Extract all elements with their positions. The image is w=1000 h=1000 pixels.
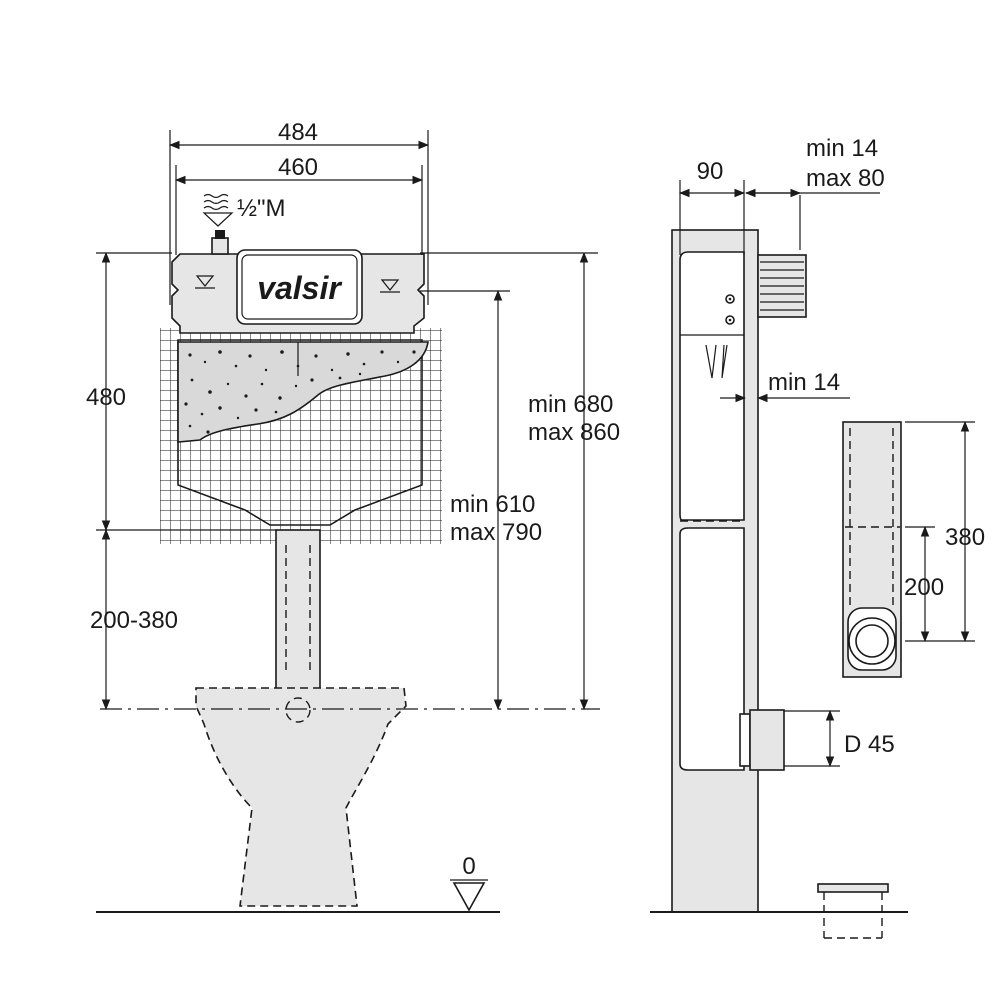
- water-inlet-valve: [202, 193, 234, 255]
- dimension-484: [168, 130, 430, 305]
- dimension-480: [96, 251, 276, 532]
- dimension-200: [905, 525, 935, 643]
- floor-level-label: 0: [462, 853, 475, 880]
- wall-min-label: min 14: [768, 369, 840, 396]
- front-view: valsir ½"M: [86, 119, 620, 913]
- flush-height-max: max 790: [450, 519, 542, 546]
- inlet-size-label: ½"M: [237, 195, 286, 222]
- side-cistern-lower: [679, 527, 745, 771]
- flush-button-threads: [757, 254, 807, 318]
- depth-label: 90: [697, 158, 724, 185]
- width-inner-label: 460: [278, 154, 318, 181]
- flush-height-min: min 610: [450, 491, 535, 518]
- dimension-flush-height: [420, 289, 510, 711]
- dimension-d45: [784, 709, 840, 768]
- bowl-distance-label: 200-380: [90, 607, 178, 634]
- floor-level-marker: [450, 879, 488, 912]
- floor-drain-fitting: [817, 883, 889, 939]
- side-cistern-upper: [679, 251, 745, 521]
- width-outer-label: 484: [278, 119, 318, 146]
- dimension-460: [174, 165, 424, 255]
- flush-pipe: [275, 529, 321, 691]
- detail-view: 380 200: [842, 420, 985, 678]
- flush-plate: [236, 249, 363, 325]
- wall-range-min: min 14: [806, 135, 878, 162]
- side-view: 90 min 14 max 80 min 14 D 45: [650, 135, 908, 939]
- toilet-bowl: [195, 687, 407, 907]
- dimension-380: [905, 420, 975, 643]
- pipe-end-inner: [855, 624, 889, 658]
- dimension-wall-range: [744, 188, 880, 250]
- dimension-top-height: [420, 251, 598, 711]
- pipe-offset-label: 200: [904, 574, 944, 601]
- cistern-height-label: 480: [86, 384, 126, 411]
- pipe-diameter-label: D 45: [844, 731, 895, 758]
- outlet-pipe: [739, 709, 785, 771]
- top-height-max: max 860: [528, 419, 620, 446]
- cistern-top-housing: valsir: [171, 249, 425, 334]
- dimension-90: [678, 180, 746, 255]
- cistern-tank: [177, 339, 429, 526]
- pipe-length-label: 380: [945, 524, 985, 551]
- wall-range-max: max 80: [806, 165, 885, 192]
- insulation-fill: [177, 341, 429, 443]
- brand-logo: valsir: [257, 270, 342, 306]
- top-height-min: min 680: [528, 391, 613, 418]
